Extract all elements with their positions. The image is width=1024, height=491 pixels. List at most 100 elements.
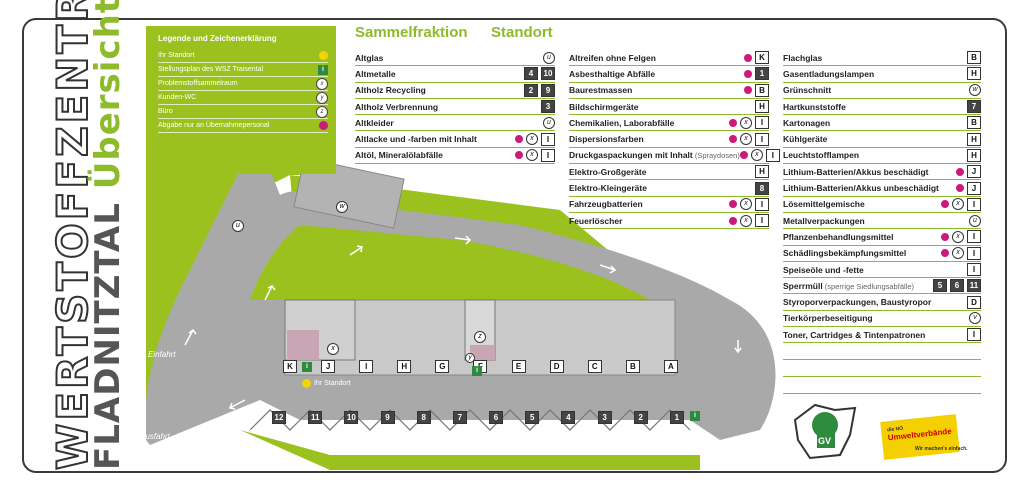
fraction-badges: v xyxy=(969,312,981,325)
location-circle-badge: u xyxy=(543,51,555,64)
location-circle-badge: x xyxy=(952,230,964,243)
info-i-top-1: i xyxy=(302,362,312,372)
location-badge: I xyxy=(765,148,780,162)
fraction-badges: B xyxy=(744,83,769,97)
stall-I: I xyxy=(359,360,374,373)
fraction-label: Lithium-Batterien/Akkus beschädigt xyxy=(783,166,929,177)
marker-w: w xyxy=(336,195,348,213)
fraction-label: Chemikalien, Laborabfälle xyxy=(569,117,675,128)
fraction-badges: u xyxy=(543,51,555,64)
location-circle-badge: x xyxy=(740,116,752,129)
location-circle-badge: u xyxy=(543,116,555,129)
stall-D: D xyxy=(549,360,564,373)
fraction-label: Feuerlöscher xyxy=(569,215,623,226)
location-badge: J xyxy=(967,165,981,179)
green-area-bottom xyxy=(240,430,700,470)
gv-logo: GV xyxy=(790,400,860,462)
fraction-label: Flachglas xyxy=(783,52,823,63)
fraction-label: Bildschirmgeräte xyxy=(569,101,639,112)
legend-item: Ihr Standort xyxy=(158,49,328,63)
fraction-row: Lithium-Batterien/Akkus unbeschädigt J xyxy=(783,180,981,197)
pickup-staff-dot xyxy=(729,118,737,127)
fraction-sublabel: (Spraydosen) xyxy=(692,151,740,161)
location-badge: I xyxy=(755,116,769,130)
you-are-here: Ihr Standort xyxy=(302,379,351,388)
fraction-badges: I xyxy=(967,263,981,276)
fraction-label: Speiseöle und -fette xyxy=(783,264,864,275)
fraction-badges: H xyxy=(967,67,981,81)
fraction-badges: u xyxy=(543,116,555,129)
stall-3: 3 xyxy=(597,411,612,424)
header-fraction: Sammelfraktion xyxy=(355,24,468,41)
exit-label: Ausfahrt xyxy=(140,432,170,441)
stall-K: K xyxy=(283,360,297,373)
fraction-label: Druckgaspackungen mit Inhalt (Spraydosen… xyxy=(569,150,740,161)
pickup-staff-dot xyxy=(744,69,752,78)
stall-5: 5 xyxy=(525,411,540,424)
pickup-staff-dot xyxy=(515,135,523,144)
fraction-badges: u xyxy=(969,214,981,227)
fraction-label: Altholz Verbrennung xyxy=(355,101,439,112)
pickup-staff-dot xyxy=(729,216,737,225)
fraction-badges: I xyxy=(967,328,981,342)
fraction-label: Fahrzeugbatterien xyxy=(569,199,643,210)
fraction-badges: B xyxy=(967,51,981,65)
fraction-label: Lithium-Batterien/Akkus unbeschädigt xyxy=(783,183,939,194)
location-badge: J xyxy=(967,181,981,195)
fraction-badges: H xyxy=(755,100,769,114)
location-badge: 2 xyxy=(524,83,538,97)
fraction-label: Sperrmüll (sperrige Siedlungsabfälle) xyxy=(783,280,914,291)
fraction-badges: 1 xyxy=(744,67,769,81)
location-circle-badge: x xyxy=(952,198,964,211)
pickup-staff-dot xyxy=(941,200,949,209)
marker-x: x xyxy=(327,337,339,355)
legend-item: Abgabe nur an Übernahmepersonal xyxy=(158,119,328,133)
location-badge: I xyxy=(755,132,769,146)
fraction-label: Altöl, Mineralölabfälle xyxy=(355,150,443,161)
stall-E: E xyxy=(511,360,526,373)
stall-C: C xyxy=(587,360,602,373)
fraction-label: Altlacke und -farben mit Inhalt xyxy=(355,134,477,145)
info-i-bottom: i xyxy=(690,411,700,421)
location-circle-badge: u xyxy=(969,214,981,227)
header-location: Standort xyxy=(491,24,553,41)
fraction-label: Leuchtstofflampen xyxy=(783,150,860,161)
marker-y: y xyxy=(465,346,475,364)
fraction-label: Hartkunststoffe xyxy=(783,101,846,112)
fraction-label: Lösemittelgemische xyxy=(783,199,865,210)
stall-6: 6 xyxy=(489,411,504,424)
fraction-row: Flachglas B xyxy=(783,50,981,67)
pickup-staff-dot xyxy=(729,135,737,144)
pickup-staff-dot xyxy=(941,249,949,258)
location-badge: 6 xyxy=(950,279,964,293)
location-circle-badge: x xyxy=(526,133,538,146)
location-badge: 9 xyxy=(541,83,555,97)
stall-B: B xyxy=(625,360,640,373)
location-badge: B xyxy=(967,51,981,65)
location-badge: B xyxy=(967,116,981,130)
stall-7: 7 xyxy=(452,411,467,424)
location-badge: H xyxy=(755,100,769,114)
pickup-staff-dot xyxy=(739,151,748,160)
